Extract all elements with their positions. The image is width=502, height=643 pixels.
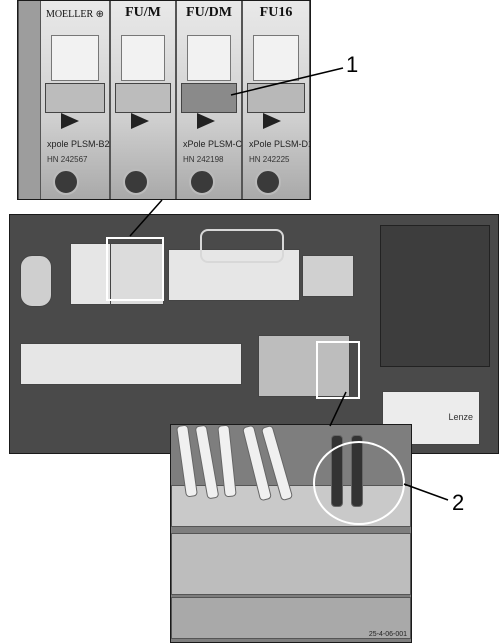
breaker-closeup-photo: MOELLER ⊕ xpole PLSM-B2/2 HN 242567 FU/M… [17, 0, 311, 200]
control-board [380, 225, 490, 367]
terminal-screw [123, 169, 149, 195]
contactor-row-lower [20, 343, 242, 385]
breaker-toggle [187, 35, 231, 81]
breaker-block [70, 243, 112, 305]
breaker-brand: MOELLER ⊕ [45, 9, 105, 20]
breaker-window [115, 83, 171, 113]
breaker-toggle [51, 35, 99, 81]
cabinet-photo: Lenze [9, 214, 499, 454]
arrow-icon [61, 113, 79, 129]
zoom-line-top [129, 199, 163, 237]
highlight-circle [313, 441, 405, 525]
breaker-window [181, 83, 237, 113]
breaker-label: FU/DM [186, 5, 232, 20]
terminal-screw [189, 169, 215, 195]
breaker-number: HN 242567 [47, 155, 88, 164]
breaker-number: HN 242225 [249, 155, 290, 164]
breaker-label: FU16 [259, 5, 293, 20]
terminal-screw [255, 169, 281, 195]
callout-1: 1 [346, 52, 359, 77]
callout-2: 2 [452, 490, 465, 515]
terminal-strip [258, 335, 350, 397]
transformer [20, 255, 52, 307]
breaker-1: MOELLER ⊕ xpole PLSM-B2/2 HN 242567 [40, 1, 117, 199]
breaker-block [110, 243, 164, 305]
breaker-model: xPole PLSM-D10 [249, 139, 310, 149]
leader-line-1 [230, 67, 344, 96]
breaker-model: xpole PLSM-B2/2 [47, 139, 118, 149]
terminal-highlight-box [316, 341, 360, 399]
wire-bundle [200, 229, 284, 263]
arrow-icon [131, 113, 149, 129]
terminal-row [171, 597, 411, 639]
terminal-row [171, 533, 411, 595]
breaker-label: FU/M [125, 5, 161, 20]
breaker-toggle [253, 35, 299, 81]
leader-line-2 [403, 483, 449, 501]
arrow-icon [263, 113, 281, 129]
breaker-2: FU/M [110, 1, 176, 199]
lenze-brand: Lenze [448, 412, 473, 422]
terminal-closeup-photo: 25-4-06-001 [170, 424, 412, 643]
terminal-screw [53, 169, 79, 195]
breaker-window [45, 83, 105, 113]
breaker-window [247, 83, 305, 113]
zoom-line-bottom [329, 391, 347, 427]
arrow-icon [197, 113, 215, 129]
breaker-model: xPole PLSM-C4 [183, 139, 248, 149]
drawing-code: 25-4-06-001 [368, 631, 407, 638]
relay-block [302, 255, 354, 297]
breaker-number: HN 242198 [183, 155, 224, 164]
breaker-highlight-box [106, 237, 164, 301]
breaker-toggle [121, 35, 165, 81]
breaker-edge [18, 1, 42, 199]
breaker-4: FU16 xPole PLSM-D10 HN 242225 [242, 1, 310, 199]
breaker-3: FU/DM xPole PLSM-C4 HN 242198 [176, 1, 247, 199]
